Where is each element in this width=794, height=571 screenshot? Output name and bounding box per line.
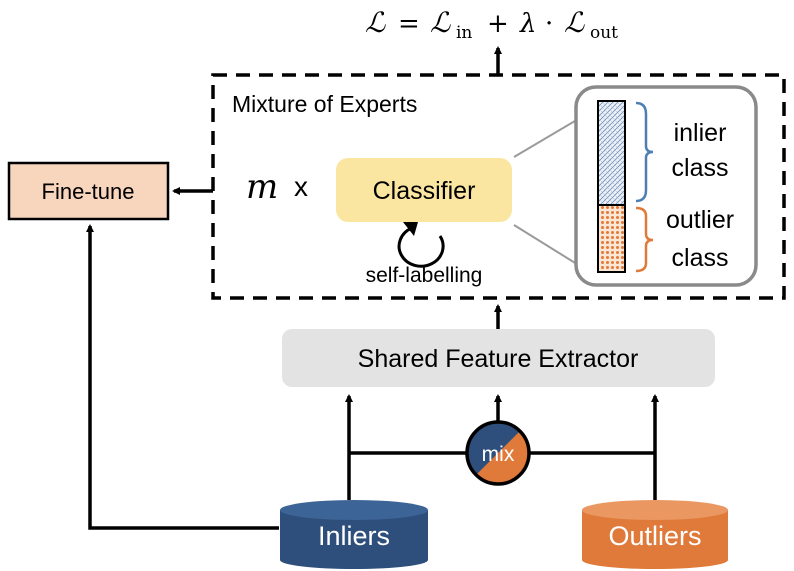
loss-lhs: ℒ [365,6,386,39]
zoom-line-bottom [513,224,581,267]
extractor-label: Shared Feature Extractor [358,345,639,373]
loss-out-symbol: ℒ [564,6,585,39]
self-labelling-label: self-labelling [366,264,483,287]
moe-title: Mixture of Experts [232,91,417,117]
outliers-dataset: Outliers [582,500,728,569]
mix-label: mix [482,443,515,466]
arrow-inliers-to-finetune [86,224,279,530]
outlier-class-bar [597,204,626,273]
loss-out-subscript: out [590,23,618,43]
classifier-label: Classifier [373,177,476,205]
moe-box [211,73,786,300]
inlier-bracket [635,101,654,203]
classifier-box [336,158,512,222]
multiply-sign: x [294,171,308,202]
outlier-bracket [635,206,654,273]
zoom-line-top [513,117,581,158]
loss-dot: · [545,9,553,39]
inlier-class-line2: class [672,154,729,182]
inlier-class-bar [597,100,626,206]
finetune-box [7,161,170,221]
loss-in-subscript: in [456,23,472,43]
loss-formula: ℒ = ℒ in + λ · ℒ out [365,6,618,43]
extractor-box [282,329,715,387]
outlier-class-line2: class [672,244,729,272]
self-labelling-arrowhead [403,222,418,236]
inliers-label: Inliers [318,521,390,551]
finetune-label: Fine-tune [42,179,135,204]
loss-lambda: λ [519,9,536,39]
self-labelling-loop [397,226,445,268]
inlier-class-line1: inlier [674,119,727,147]
loss-in-symbol: ℒ [430,6,451,39]
loss-equals: = [398,9,420,39]
outliers-label: Outliers [608,521,701,551]
loss-plus: + [487,9,509,39]
mix-node: mix [465,420,531,486]
expert-count: m [246,167,278,207]
inliers-dataset: Inliers [280,500,428,569]
outlier-class-line1: outlier [666,206,734,234]
